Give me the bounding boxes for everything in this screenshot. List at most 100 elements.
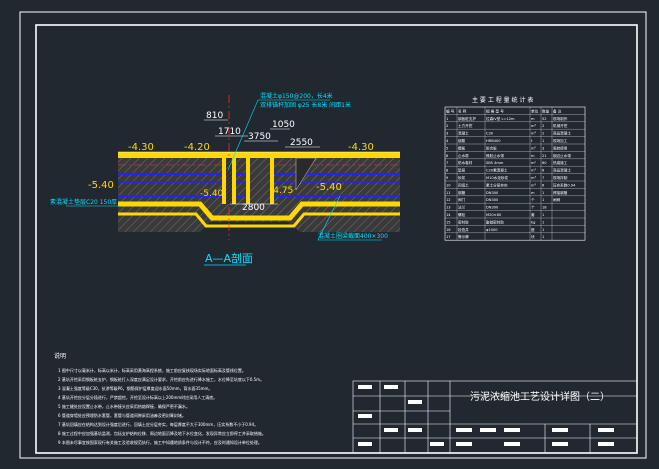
material-table-cell: HRB400 bbox=[486, 139, 501, 143]
material-table-cell: 个 bbox=[531, 197, 535, 202]
material-table-cell: 1 bbox=[542, 191, 544, 195]
material-table-cell: 块 bbox=[531, 234, 535, 239]
dim-810: 810 bbox=[206, 111, 223, 121]
material-table-cell: 7 bbox=[542, 176, 544, 180]
material-table-header: 数量 bbox=[542, 108, 550, 113]
bottom-slab-lower bbox=[118, 212, 400, 228]
section-title: A—A剖面 bbox=[205, 251, 253, 265]
material-table-cell: 套 bbox=[531, 212, 535, 217]
material-table-cell: 密封胶 bbox=[458, 219, 469, 224]
note-item: 8 施工过程中应加强基坑监测，包括支护结构位移、周边地面沉降及地下水位变化，发现… bbox=[58, 430, 266, 436]
material-table-header: 规 格 型 号 bbox=[486, 108, 504, 113]
callout-right: 混凝土圈梁截面400×300 bbox=[318, 232, 388, 240]
note-item: 1 图中尺寸以毫米计，标高以米计，标高采用黄海高程系统，施工前应复核现场实际地面… bbox=[58, 367, 246, 373]
material-table-cell: 警示牌 bbox=[458, 234, 469, 239]
material-table-cell: 14 bbox=[446, 213, 451, 217]
material-table-cell: 个 bbox=[531, 205, 535, 210]
material-table-cell: 拉森IV型 L=12m bbox=[486, 116, 515, 121]
material-table-cell: 17 bbox=[446, 235, 451, 239]
wall-gap-2 bbox=[250, 158, 270, 204]
callout-top-2: 双排锚杆加固 φ25 长8米 间距1米 bbox=[260, 101, 351, 109]
material-table-cell: C20素混凝土 bbox=[486, 168, 508, 173]
title-block-title: 污泥浓缩池工艺设计详图（二） bbox=[470, 390, 610, 403]
title-block-fills bbox=[358, 385, 614, 446]
material-table-cell: 止水带 bbox=[458, 153, 469, 158]
material-table-cell: 模板 bbox=[458, 145, 466, 150]
inner-frame bbox=[35, 24, 638, 454]
note-item: 2 基坑开挖采用钢板桩支护，钢板桩打入深度应满足设计要求，开挖前应先进行降水施工… bbox=[58, 376, 264, 382]
material-table-cell: 10 bbox=[446, 183, 451, 187]
material-table-cell: 12 bbox=[446, 198, 451, 202]
material-table-cell: 热熔施工 bbox=[553, 160, 568, 165]
material-table-cell: DN300 bbox=[486, 191, 499, 195]
material-table-cell: m bbox=[531, 154, 535, 158]
material-table-cell: 法兰 bbox=[458, 205, 466, 210]
wall-2 bbox=[232, 158, 236, 204]
material-table-cell: m³ bbox=[531, 169, 537, 173]
wall-gap-1 bbox=[226, 158, 232, 204]
material-table-header: 备 注 bbox=[553, 108, 562, 113]
material-table-cell: 砂浆 bbox=[458, 175, 466, 180]
section-drawing: 810 1710 3750 1050 2550 2800 -4.30 -4.20… bbox=[50, 92, 400, 266]
material-table-cell: m³ bbox=[531, 176, 537, 180]
material-table-cell: 焊接钢管 bbox=[553, 190, 568, 195]
material-table-cell: 18 bbox=[542, 206, 547, 210]
material-table-cell: 钢筋 bbox=[458, 138, 466, 143]
material-table-cell: DN300 bbox=[486, 206, 499, 210]
note-item: 6 管道穿墙处应预埋防水套管，套管与管道间隙采用油麻及密封膏封堵。 bbox=[58, 412, 186, 418]
elev-5: -5.40 bbox=[200, 189, 224, 199]
material-table-cell: 阀门 bbox=[458, 197, 466, 202]
material-table-cell: 现场加工 bbox=[553, 138, 568, 143]
material-table-cell: m bbox=[531, 191, 535, 195]
material-table-cell: kg bbox=[531, 220, 535, 224]
material-table-cell: 座 bbox=[531, 227, 535, 232]
slope-block bbox=[295, 157, 317, 191]
material-table-cell: M10水泥砂浆 bbox=[486, 175, 508, 180]
material-table-cell: 21 bbox=[542, 154, 547, 158]
dim-1710: 1710 bbox=[218, 127, 241, 137]
material-table-cell: 钢板桩支护 bbox=[458, 116, 476, 121]
material-table-cell: 闸阀 bbox=[553, 197, 561, 202]
material-table-cell: 1 bbox=[542, 198, 544, 202]
material-table-cell: 60 bbox=[542, 161, 547, 165]
material-table-cell: DN300 bbox=[486, 198, 499, 202]
outer-frame bbox=[19, 11, 647, 459]
material-table-cell: 橡胶止水带 bbox=[486, 153, 504, 158]
notes: 说明 1 图中尺寸以毫米计，标高以米计，标高采用黄海高程系统，施工前应复核现场实… bbox=[54, 352, 266, 445]
material-table-cell: 2 bbox=[542, 132, 544, 136]
material-table-cell: 6 bbox=[542, 169, 545, 173]
material-table-header: 编 号 bbox=[446, 108, 455, 113]
material-table-cell: 周转使用 bbox=[553, 145, 568, 150]
material-table-cell: 回填土 bbox=[458, 182, 469, 187]
note-item: 4 基坑开挖应分层分段进行，严禁超挖，开挖至设计标高以上200mm时应采用人工清… bbox=[58, 394, 217, 400]
elev-2: -4.20 bbox=[184, 142, 210, 153]
material-table-title: 主 要 工 程 量 统 计 表 bbox=[472, 96, 533, 104]
wall-3 bbox=[246, 158, 250, 204]
material-table-cell: 6 bbox=[542, 183, 545, 187]
material-table-cell: C30 bbox=[486, 132, 494, 136]
material-table-cell: 钢边止水带 bbox=[553, 153, 571, 158]
material-table-cell: φ1000 bbox=[486, 228, 498, 232]
dim-3750: 3750 bbox=[248, 132, 271, 142]
note-item: 3 混凝土强度等级C30，抗渗等级P6，钢筋保护层厚度迎水面50mm，背水面35… bbox=[58, 385, 212, 391]
dim-2550: 2550 bbox=[290, 138, 313, 148]
elev-6: -5.40 bbox=[316, 182, 342, 193]
material-table-cell: 5 bbox=[446, 146, 448, 150]
material-table-header: 名 称 bbox=[458, 108, 467, 113]
note-item: 7 基坑回填应在结构达到设计强度后进行，回填土应分层夯实，每层厚度不大于300m… bbox=[58, 421, 258, 427]
material-table-cell: 1 bbox=[542, 235, 544, 239]
material-table-cell: 垫层 bbox=[458, 168, 466, 173]
material-table-cell: 钢管 bbox=[458, 190, 466, 195]
material-table-cell: 8 bbox=[446, 169, 449, 173]
material-table-cell: 1 bbox=[542, 139, 544, 143]
material-table-cell: 2 bbox=[446, 124, 448, 128]
elev-3: -4.30 bbox=[348, 142, 374, 153]
bottom-slab bbox=[118, 201, 400, 221]
material-table-cell: 1 bbox=[542, 213, 544, 217]
wall-4 bbox=[270, 158, 274, 204]
material-table-cell: 混凝土 bbox=[458, 131, 469, 136]
material-table-cell: 9 bbox=[446, 176, 449, 180]
material-table-cell: 6 bbox=[446, 154, 449, 158]
material-table-cell: 11 bbox=[446, 191, 451, 195]
